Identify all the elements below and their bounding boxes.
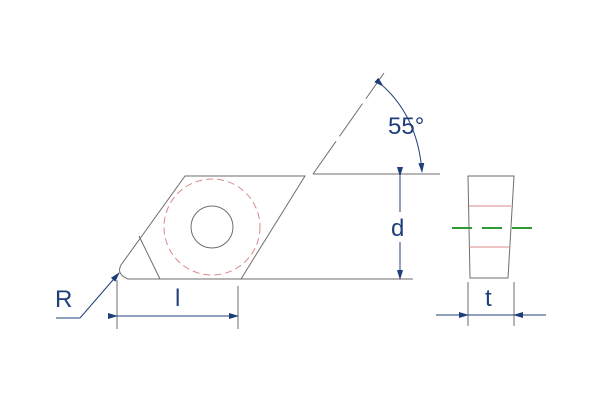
r-leader [79, 272, 120, 319]
angle-side-line [312, 72, 385, 175]
nose-edge-line [138, 235, 161, 280]
inscribed-circle [163, 178, 261, 276]
insert-outline [119, 175, 306, 280]
l-label: l [175, 285, 180, 312]
angle-arc [374, 77, 425, 173]
t-label: t [485, 285, 492, 312]
r-label: R [55, 286, 72, 313]
d-label-bg [388, 212, 412, 242]
d-label: d [391, 215, 404, 242]
center-hole [190, 205, 234, 249]
side-view-outline [467, 175, 515, 279]
angle-label: 55° [388, 113, 424, 140]
